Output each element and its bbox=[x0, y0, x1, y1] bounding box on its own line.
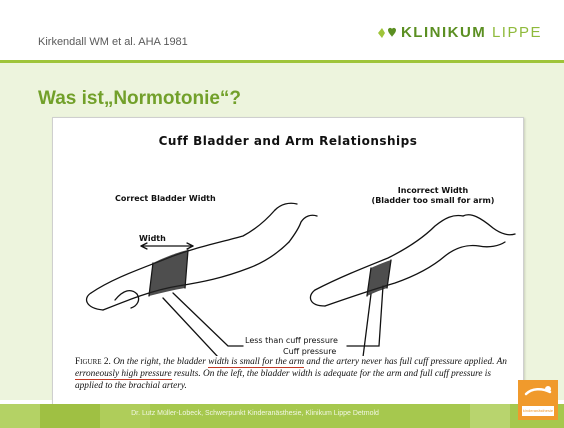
badge-logo-icon bbox=[518, 380, 558, 406]
caption-part1: On the right, the bladder bbox=[113, 357, 206, 367]
caption-underline-1: width is small for the arm bbox=[208, 357, 304, 368]
caption-figure-number: Figure 2. bbox=[75, 357, 111, 367]
badge-label: kinderanästhesie bbox=[522, 406, 554, 416]
logo-secondary: LIPPE bbox=[492, 24, 542, 41]
citation-text: Kirkendall WM et al. AHA 1981 bbox=[38, 36, 188, 48]
klinikum-logo: KLINIKUM LIPPE bbox=[377, 24, 542, 41]
slide-title: Was ist„Normotonie“? bbox=[38, 88, 241, 110]
footer-bar: Dr. Lutz Müller-Lobeck, Schwerpunkt Kind… bbox=[0, 404, 564, 428]
caption-underline-2: erroneously high pressure bbox=[75, 369, 172, 380]
caption-part2: and the artery never has full cuff press… bbox=[306, 357, 507, 367]
figure-caption: Figure 2. On the right, the bladder widt… bbox=[75, 356, 507, 392]
arm-illustration bbox=[53, 118, 523, 356]
logo-wordmark: KLINIKUM LIPPE bbox=[401, 24, 542, 41]
figure-panel: Cuff Bladder and Arm Relationships Corre… bbox=[52, 117, 524, 406]
footer-text: Dr. Lutz Müller-Lobeck, Schwerpunkt Kind… bbox=[0, 410, 510, 417]
logo-primary: KLINIKUM bbox=[401, 24, 486, 41]
kinderanaesthesie-badge: kinderanästhesie bbox=[518, 380, 558, 420]
logo-heart-icon bbox=[377, 27, 397, 39]
